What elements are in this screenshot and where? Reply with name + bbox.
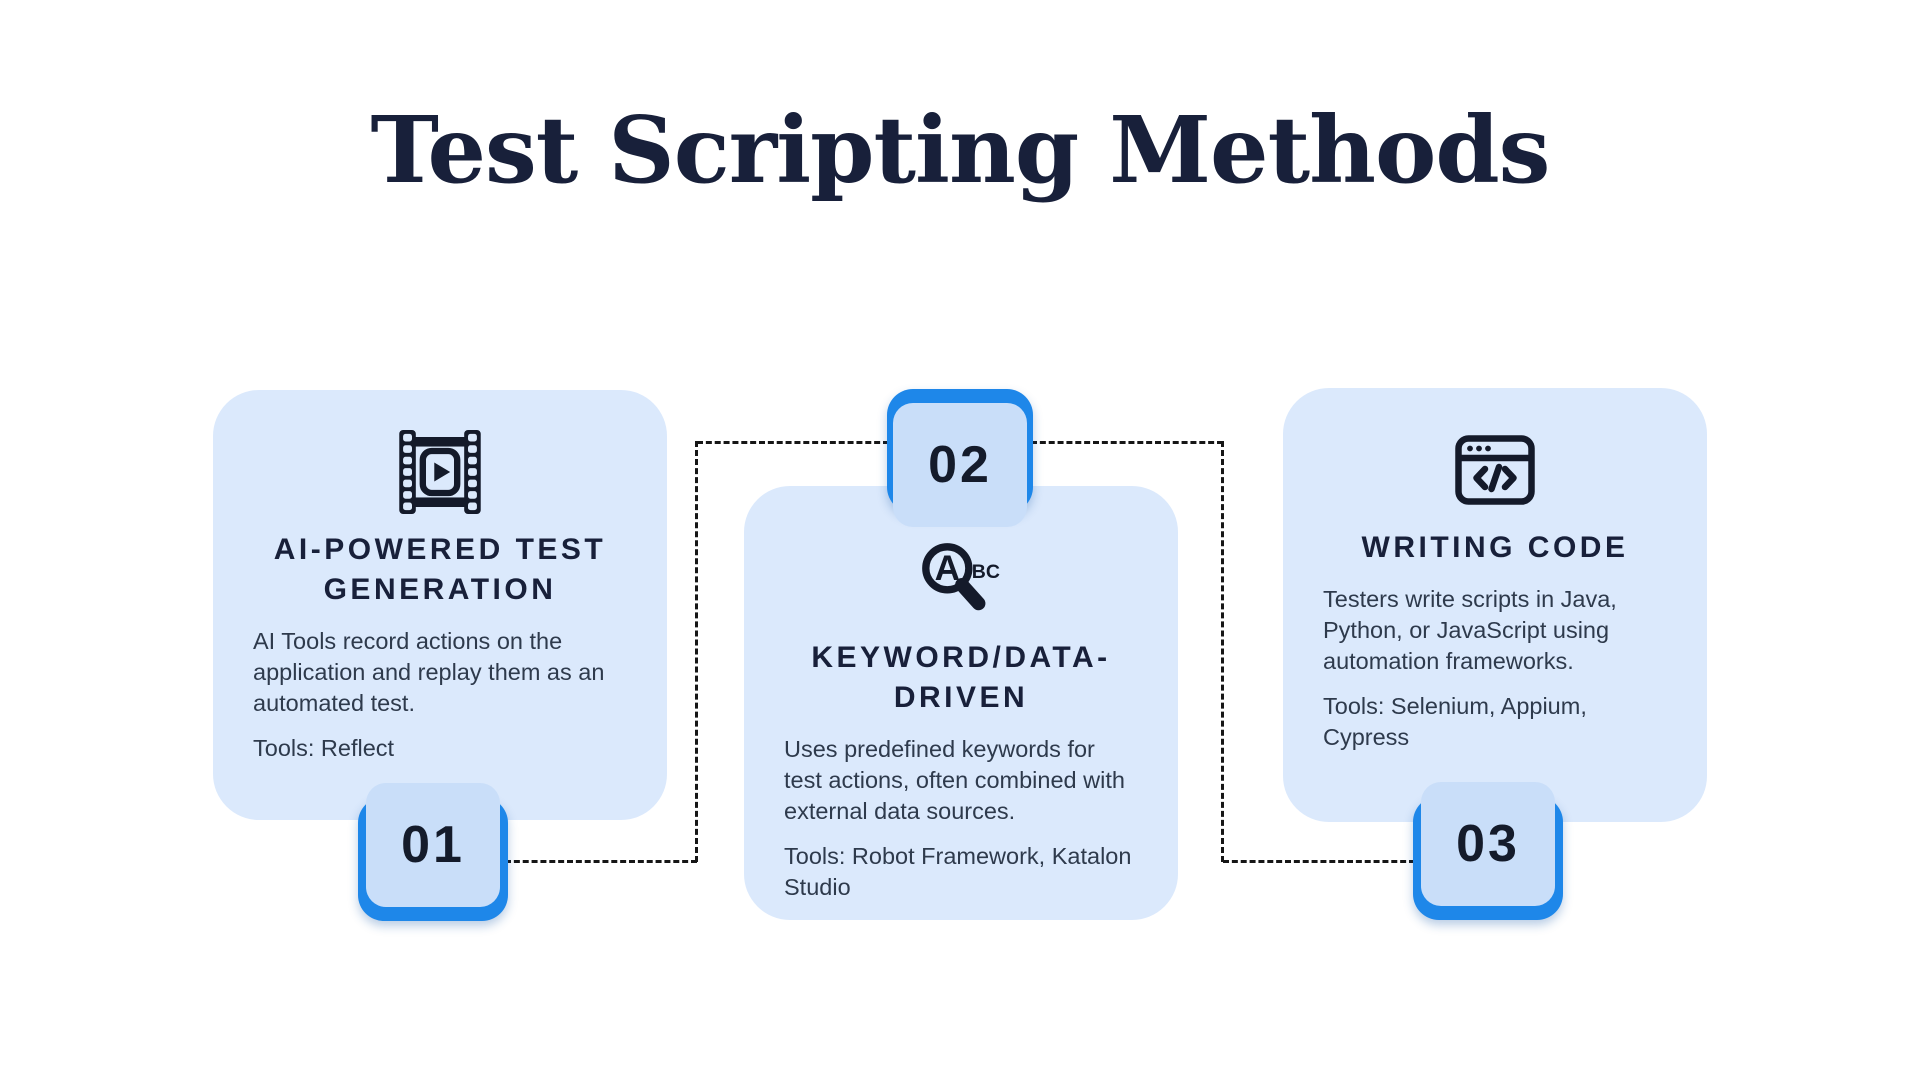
card-keyword-data-driven: A BC KEYWORD/DATA-DRIVEN Uses predefined… <box>744 486 1178 920</box>
card-heading: AI-POWERED TEST GENERATION <box>273 533 607 606</box>
badge-face: 03 <box>1421 782 1555 906</box>
card-description: Uses predefined keywords for test action… <box>784 735 1125 824</box>
step-badge-02: 02 <box>887 389 1033 527</box>
svg-text:A: A <box>935 549 960 588</box>
card-tools: Tools: Reflect <box>253 734 395 761</box>
connector-left-vertical <box>695 441 698 862</box>
connector-right-vertical <box>1221 441 1224 862</box>
card-tools: Tools: Robot Framework, Katalon Studio <box>784 842 1132 900</box>
card-heading: KEYWORD/DATA-DRIVEN <box>811 641 1111 714</box>
connector-02-right-horizontal <box>1031 441 1223 444</box>
code-window-icon <box>1455 426 1535 514</box>
svg-text:BC: BC <box>972 561 1000 583</box>
card-ai-powered-test-generation: AI-POWERED TEST GENERATION AI Tools reco… <box>213 390 667 820</box>
badge-face: 01 <box>366 783 500 907</box>
card-description: Testers write scripts in Java, Python, o… <box>1323 585 1617 674</box>
step-badge-01: 01 <box>358 783 508 921</box>
connector-03-horizontal <box>1223 860 1415 863</box>
card-tools: Tools: Selenium, Appium, Cypress <box>1323 692 1587 750</box>
connector-01-horizontal <box>505 860 697 863</box>
badge-number: 02 <box>928 436 992 494</box>
badge-number: 01 <box>401 816 465 874</box>
card-description: AI Tools record actions on the applicati… <box>253 627 605 716</box>
badge-number: 03 <box>1456 815 1520 873</box>
step-badge-03: 03 <box>1413 782 1563 920</box>
page-title: Test Scripting Methods <box>370 96 1551 204</box>
keyword-search-icon: A BC <box>912 536 1010 624</box>
card-heading: WRITING CODE <box>1361 531 1629 564</box>
connector-02-left-horizontal <box>697 441 889 444</box>
film-strip-icon <box>399 428 481 516</box>
badge-face: 02 <box>893 403 1027 527</box>
card-writing-code: WRITING CODE Testers write scripts in Ja… <box>1283 388 1707 822</box>
